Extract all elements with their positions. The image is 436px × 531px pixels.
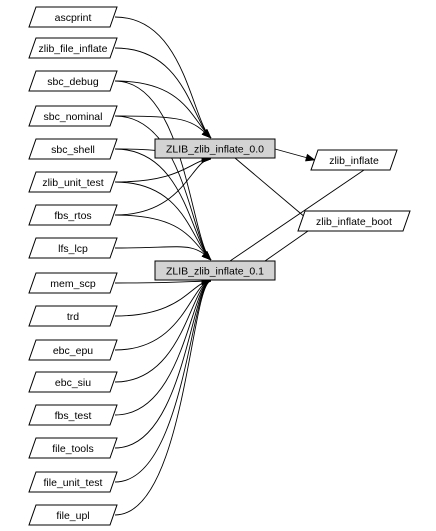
caller-node-label: ebc_epu — [53, 345, 93, 357]
caller-node: ebc_siu — [28, 371, 118, 393]
function-node-box — [154, 138, 276, 159]
caller-node-shape — [28, 272, 118, 294]
caller-node-label: trd — [67, 311, 79, 323]
caller-node-label: fbs_test — [55, 410, 92, 422]
edge-c2-to-f1 — [114, 80, 212, 261]
caller-node: file_unit_test — [28, 471, 118, 493]
edge-c5-to-f1 — [114, 181, 212, 261]
edge-c11-to-f1 — [114, 280, 212, 383]
edge-f1-to-e1 — [264, 230, 309, 262]
function-node: ZLIB_zlib_inflate_0.1 — [154, 260, 276, 281]
caller-node-label: file_unit_test — [44, 477, 103, 489]
caller-node-label: lfs_lcp — [58, 243, 88, 255]
callee-node-shape — [310, 149, 398, 171]
caller-node-label: sbc_shell — [51, 144, 95, 156]
edge-c4-to-f1 — [114, 148, 212, 261]
function-node-label: ZLIB_zlib_inflate_0.0 — [166, 144, 264, 156]
caller-node-shape — [28, 305, 118, 327]
edge-f0-to-e0-arrowhead — [305, 153, 316, 162]
caller-node-shape — [28, 371, 118, 393]
edge-c12-to-f1 — [114, 280, 212, 416]
edge-c3-to-f0-arrowhead — [201, 128, 212, 139]
caller-node-shape — [28, 6, 118, 28]
caller-node: sbc_nominal — [28, 105, 118, 127]
caller-node-label: zlib_file_inflate — [39, 43, 108, 55]
caller-node: fbs_test — [28, 404, 118, 426]
caller-node: ebc_epu — [28, 339, 118, 361]
callee-node-label: zlib_inflate — [329, 155, 379, 167]
edge-c13-to-f1 — [114, 280, 212, 449]
callee-node: zlib_inflate — [310, 149, 398, 171]
edge-f0-to-e1 — [234, 157, 307, 219]
caller-node: file_tools — [28, 437, 118, 459]
function-node-label: ZLIB_zlib_inflate_0.1 — [166, 266, 264, 278]
caller-node-shape — [28, 105, 118, 127]
caller-node: sbc_shell — [28, 138, 118, 160]
caller-node-shape — [28, 437, 118, 459]
edge-c7-to-f1 — [114, 246, 212, 261]
caller-node: fbs_rtos — [28, 204, 118, 226]
caller-node: ascprint — [28, 6, 118, 28]
edge-c2-to-f0 — [114, 80, 212, 139]
caller-node-shape — [28, 471, 118, 493]
caller-node-shape — [28, 504, 118, 526]
caller-node-label: file_upl — [56, 510, 89, 522]
caller-node: sbc_debug — [28, 70, 118, 92]
caller-node-label: mem_scp — [50, 278, 96, 290]
caller-node: zlib_file_inflate — [28, 37, 118, 59]
edge-c8-to-f1 — [114, 280, 212, 284]
caller-node-shape — [28, 404, 118, 426]
callee-node: zlib_inflate_boot — [297, 210, 411, 232]
edge-c15-to-f1 — [114, 280, 212, 516]
edge-c5-to-f0 — [114, 158, 212, 183]
caller-node-shape — [28, 237, 118, 259]
caller-node: lfs_lcp — [28, 237, 118, 259]
edge-c0-to-f0 — [114, 16, 212, 139]
function-node-box — [154, 260, 276, 281]
caller-node-shape — [28, 339, 118, 361]
caller-node-shape — [28, 138, 118, 160]
caller-node-label: sbc_debug — [47, 76, 99, 88]
caller-node-label: ebc_siu — [55, 377, 91, 389]
edge-c3-to-f1 — [114, 115, 212, 261]
caller-node-label: zlib_unit_test — [42, 177, 103, 189]
callee-node-label: zlib_inflate_boot — [316, 216, 392, 228]
caller-node-label: ascprint — [55, 12, 92, 24]
caller-node: file_upl — [28, 504, 118, 526]
caller-node: zlib_unit_test — [28, 171, 118, 193]
caller-node-shape — [28, 37, 118, 59]
caller-node-label: file_tools — [52, 443, 93, 455]
caller-node: trd — [28, 305, 118, 327]
edge-c7-to-f1-arrowhead — [201, 250, 212, 261]
caller-node-shape — [28, 171, 118, 193]
caller-node-label: sbc_nominal — [44, 111, 103, 123]
edge-f1-to-e0 — [229, 169, 365, 262]
caller-node-shape — [28, 204, 118, 226]
nodes-layer: ascprint zlib_file_inflate sbc_debug sbc_no… — [28, 6, 411, 526]
edge-c1-to-f0 — [114, 47, 212, 139]
callee-node-shape — [297, 210, 411, 232]
function-node: ZLIB_zlib_inflate_0.0 — [154, 138, 276, 159]
caller-node-shape — [28, 70, 118, 92]
caller-node-label: fbs_rtos — [54, 210, 91, 222]
edge-c6-to-f0 — [114, 158, 212, 216]
caller-node: mem_scp — [28, 272, 118, 294]
